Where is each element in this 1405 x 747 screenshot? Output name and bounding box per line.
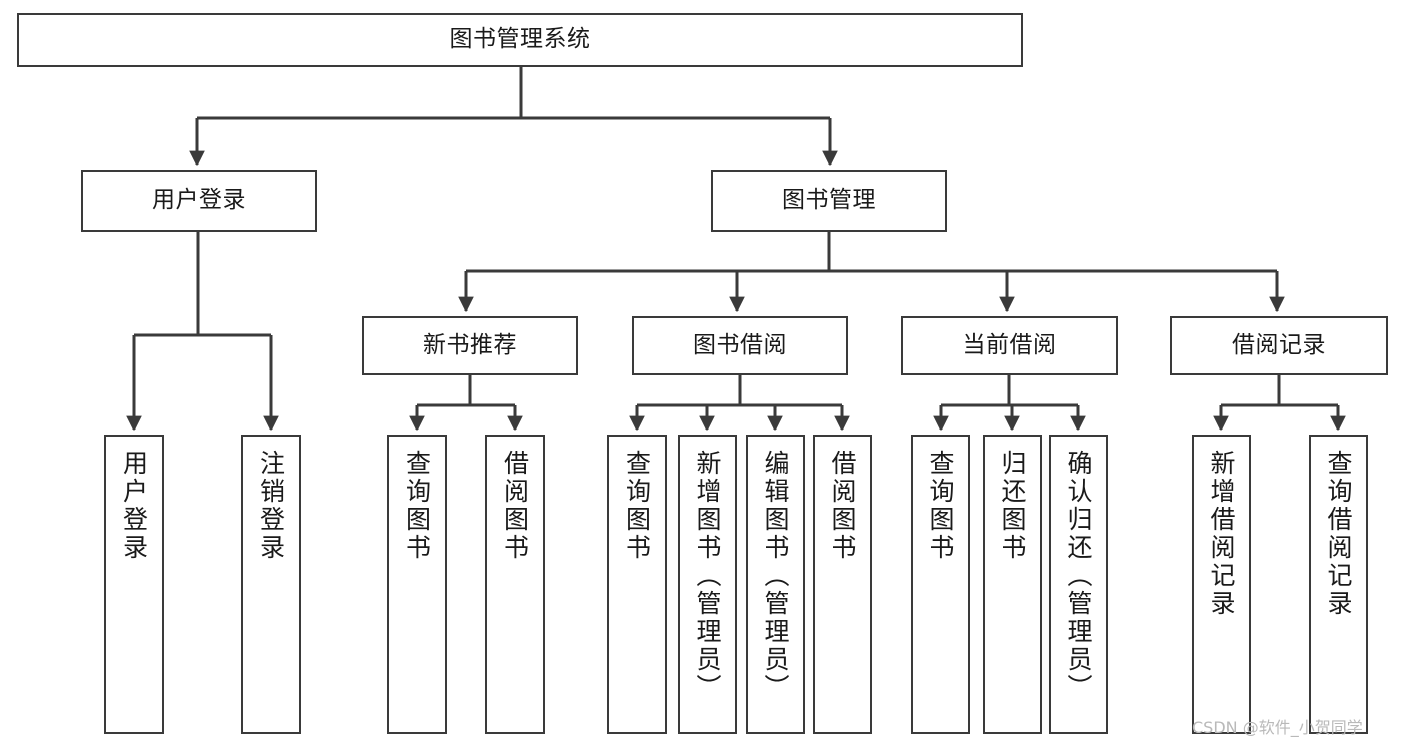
node-leaf-query-book-1-label: 查询图书 [402,450,432,562]
node-new-book-rec[interactable]: 新书推荐 [362,316,578,375]
node-leaf-logout[interactable]: 注销登录 [241,435,301,734]
node-leaf-add-book[interactable]: 新增图书（管理员） [678,435,737,734]
node-new-book-rec-label: 新书推荐 [423,331,517,358]
node-root-label: 图书管理系统 [449,26,591,53]
node-leaf-confirm-return-label: 确认归还（管理员） [1064,450,1093,702]
node-leaf-query-book-3[interactable]: 查询图书 [911,435,970,734]
node-leaf-query-book-3-label: 查询图书 [926,450,955,562]
node-leaf-user-login[interactable]: 用户登录 [104,435,164,734]
node-leaf-query-record-label: 查询借阅记录 [1324,450,1353,618]
node-current-borrow[interactable]: 当前借阅 [901,316,1118,375]
node-leaf-return-book[interactable]: 归还图书 [983,435,1042,734]
node-leaf-query-book-2[interactable]: 查询图书 [607,435,667,734]
node-leaf-borrow-book-2[interactable]: 借阅图书 [813,435,872,734]
node-book-manage[interactable]: 图书管理 [711,170,947,232]
node-leaf-borrow-book-1[interactable]: 借阅图书 [485,435,545,734]
node-leaf-add-record[interactable]: 新增借阅记录 [1192,435,1251,734]
node-borrow-record-label: 借阅记录 [1232,331,1326,358]
node-leaf-user-login-label: 用户登录 [119,450,149,562]
node-leaf-query-book-2-label: 查询图书 [622,450,652,562]
node-leaf-logout-label: 注销登录 [256,450,286,562]
node-root[interactable]: 图书管理系统 [17,13,1023,67]
node-leaf-query-record[interactable]: 查询借阅记录 [1309,435,1368,734]
node-leaf-confirm-return[interactable]: 确认归还（管理员） [1049,435,1108,734]
node-leaf-return-book-label: 归还图书 [998,450,1027,562]
node-current-borrow-label: 当前借阅 [962,331,1057,358]
node-leaf-edit-book-label: 编辑图书（管理员） [761,450,790,702]
node-borrow-record[interactable]: 借阅记录 [1170,316,1388,375]
node-leaf-add-book-label: 新增图书（管理员） [693,450,722,702]
node-leaf-borrow-book-2-label: 借阅图书 [828,450,857,562]
watermark: CSDN @软件_小贺同学 [1192,718,1363,737]
node-leaf-edit-book[interactable]: 编辑图书（管理员） [746,435,805,734]
node-leaf-borrow-book-1-label: 借阅图书 [500,450,530,562]
node-leaf-add-record-label: 新增借阅记录 [1207,450,1236,618]
node-book-borrow-label: 图书借阅 [693,331,787,358]
node-book-borrow[interactable]: 图书借阅 [632,316,848,375]
node-user-login[interactable]: 用户登录 [81,170,317,232]
node-book-manage-label: 图书管理 [782,187,876,214]
node-user-login-label: 用户登录 [152,187,246,214]
node-leaf-query-book-1[interactable]: 查询图书 [387,435,447,734]
